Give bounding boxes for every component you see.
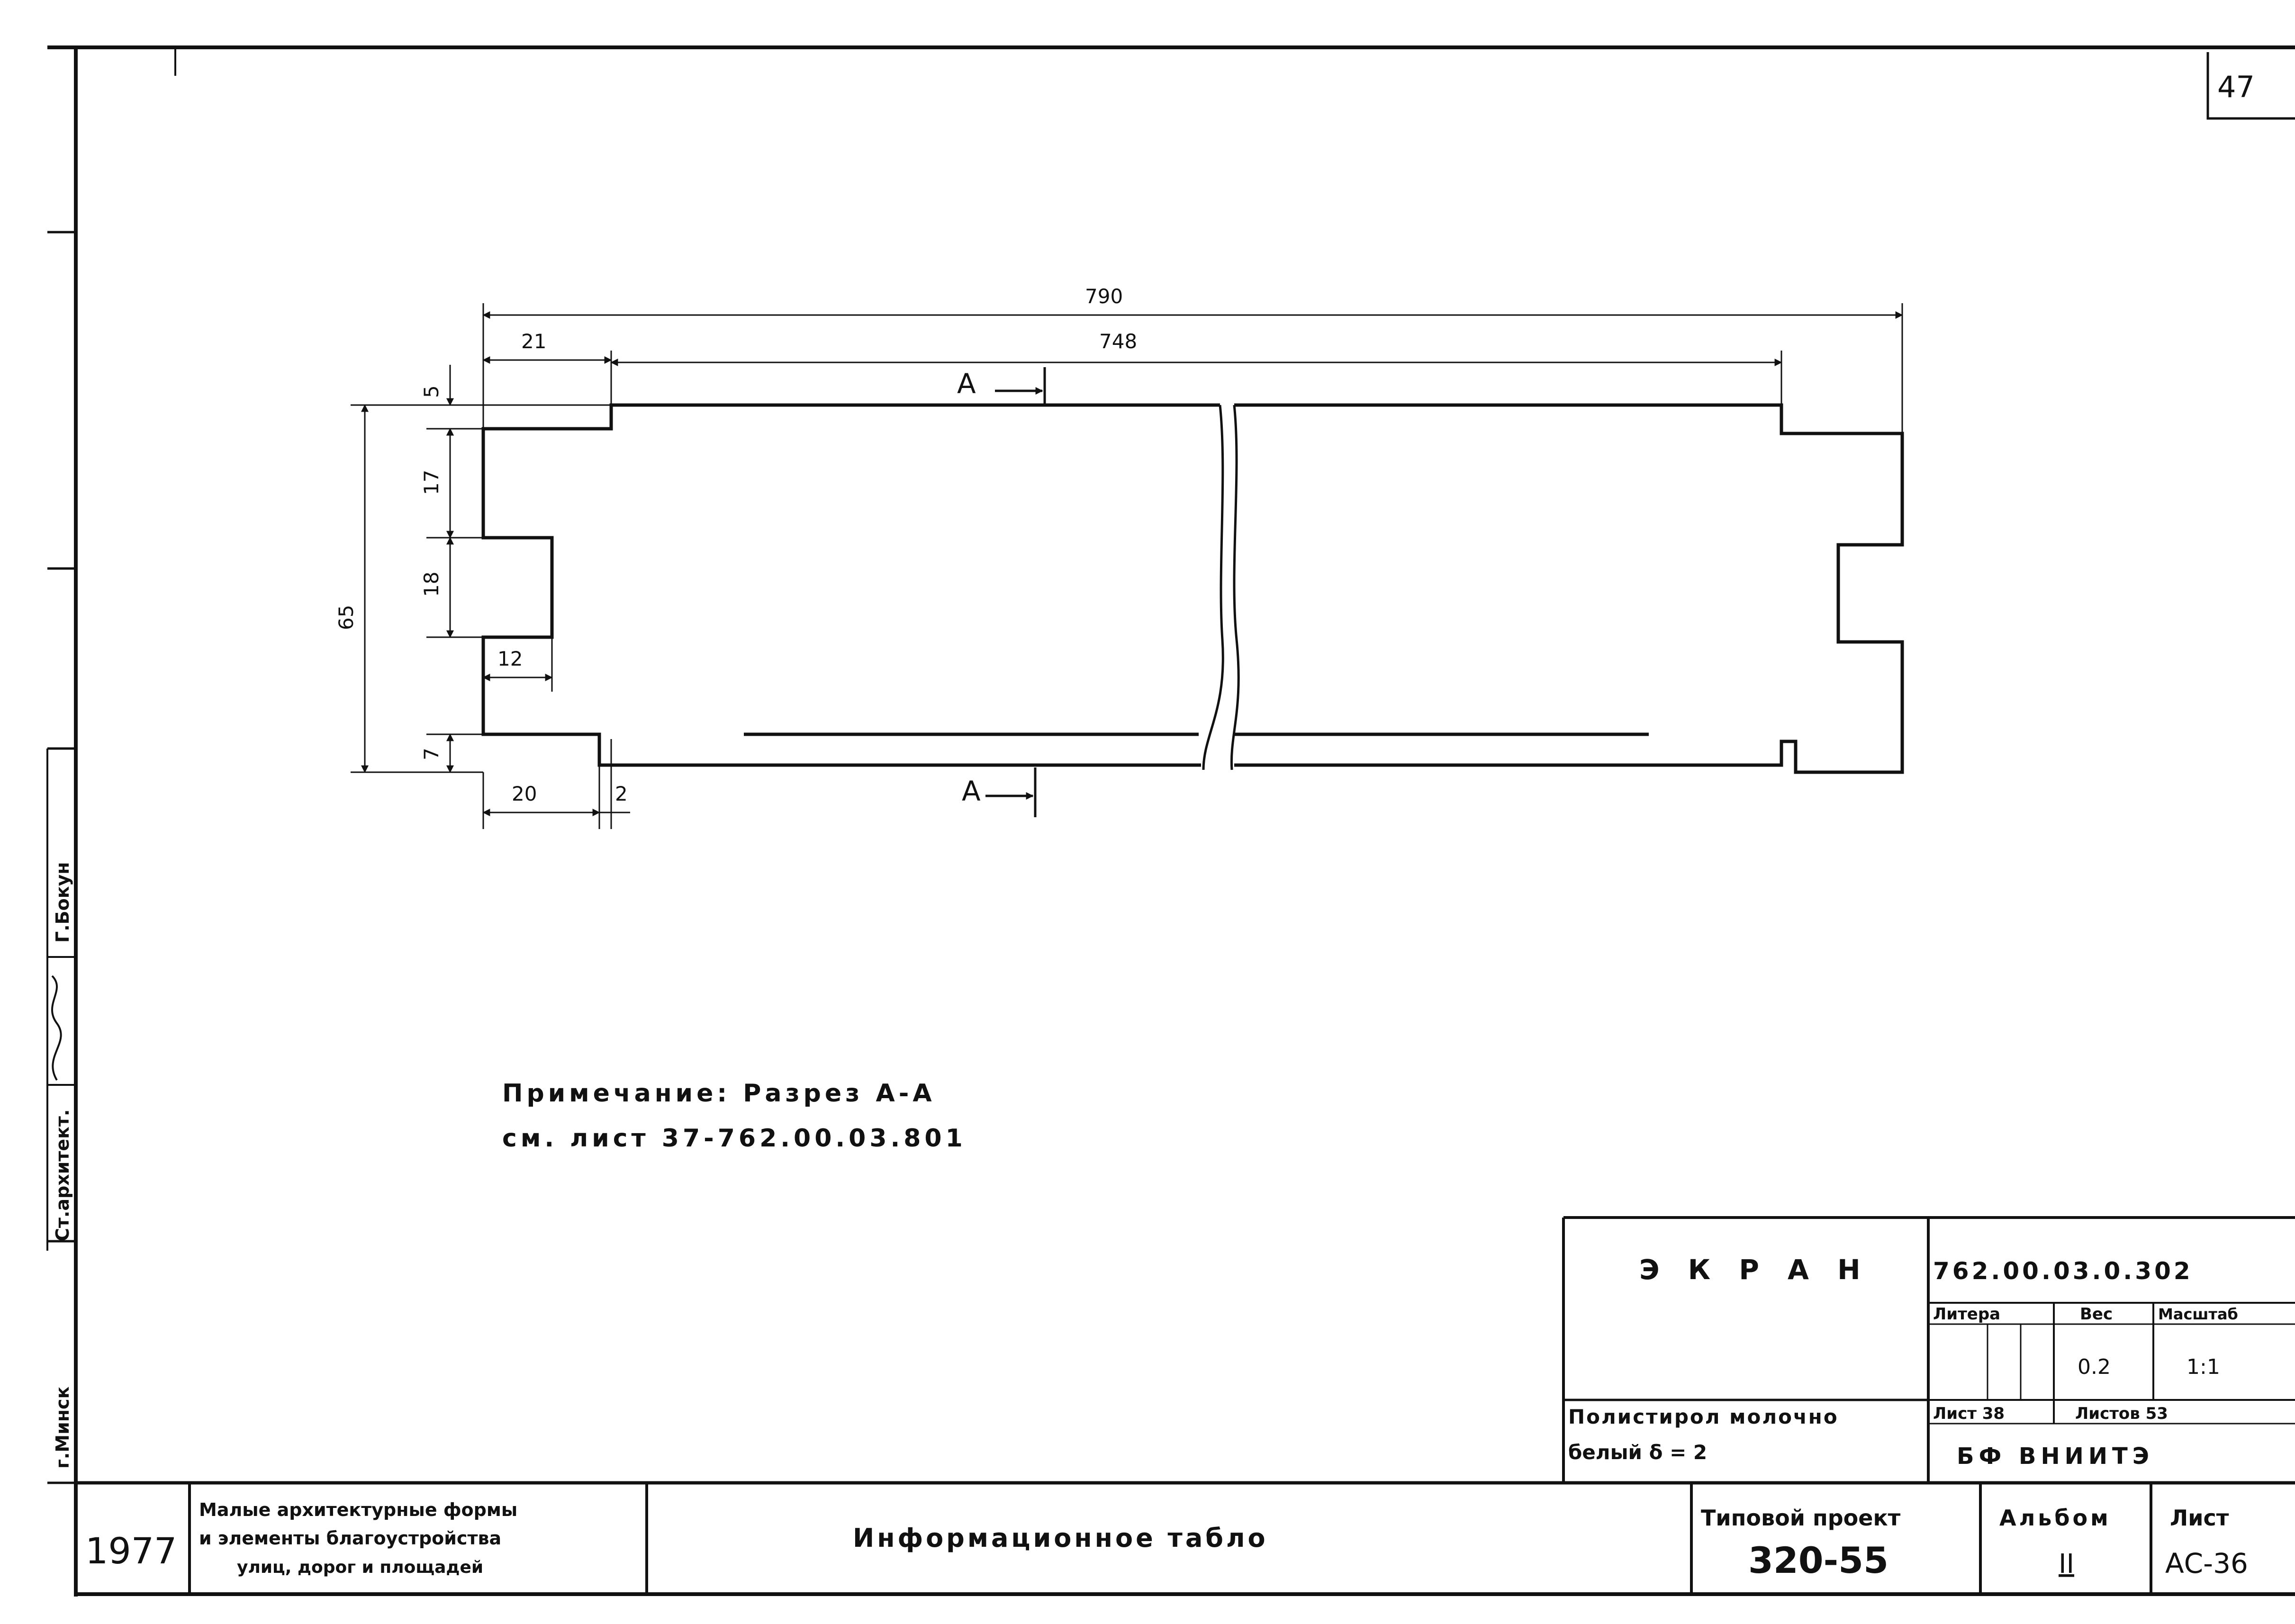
drawing-frame: 47 — [46, 45, 2295, 1597]
year: 1977 — [85, 1530, 177, 1572]
note-line-1: Примечание: Разрез А-А — [502, 1079, 936, 1108]
side-stamp-city: г.Минск — [52, 1386, 73, 1469]
dim-7: 7 — [420, 748, 443, 760]
dimension-lines — [351, 303, 1903, 829]
series-line-1: Малые архитектурные формы — [199, 1499, 517, 1520]
dim-790: 790 — [1085, 285, 1123, 308]
scale-label: Масштаб — [2158, 1305, 2238, 1323]
note: Примечание: Разрез А-А см. лист 37-762.0… — [502, 1079, 967, 1153]
item-name: Э К Р А Н — [1639, 1254, 1870, 1286]
drawing-code: 762.00.03.0.302 — [1933, 1257, 2193, 1285]
litera-label: Литера — [1933, 1305, 2000, 1324]
sheet-number: 47 — [2217, 70, 2255, 104]
list-value: АС-36 — [2165, 1547, 2248, 1579]
dim-18: 18 — [420, 572, 443, 597]
dimension-labels: 790 21 748 5 17 18 65 12 7 20 2 А А — [334, 285, 1137, 807]
dim-65: 65 — [334, 605, 358, 630]
dim-2: 2 — [615, 782, 628, 805]
side-stamp: Ст.архитект. Г.Бокун г.Минск — [47, 862, 76, 1469]
scale-value: 1:1 — [2187, 1355, 2220, 1379]
series-line-3: улиц, дорог и площадей — [237, 1558, 483, 1577]
dim-748: 748 — [1099, 330, 1137, 353]
dim-12: 12 — [497, 647, 523, 670]
section-label-bottom: А — [962, 775, 981, 807]
series-line-2: и элементы благоустройства — [199, 1528, 501, 1549]
weight-label: Вес — [2080, 1305, 2113, 1324]
weight-value: 0.2 — [2078, 1355, 2111, 1379]
material-line-2: белый δ = 2 — [1568, 1441, 1707, 1464]
album-value: II — [2059, 1549, 2074, 1579]
material-line-1: Полистирол молочно — [1568, 1405, 1839, 1428]
dim-5: 5 — [420, 385, 443, 398]
dim-17: 17 — [420, 470, 443, 495]
album-label: Альбом — [1999, 1505, 2111, 1531]
dim-21: 21 — [521, 330, 546, 353]
title-block: Э К Р А Н 762.00.03.0.302 Литера Вес Мас… — [76, 1216, 2295, 1594]
signature-icon — [51, 975, 62, 1081]
note-line-2: см. лист 37-762.00.03.801 — [502, 1124, 967, 1153]
part-outline — [481, 403, 1904, 774]
sheets-label: Листов 53 — [2075, 1404, 2168, 1423]
project-label: Типовой проект — [1701, 1505, 1901, 1531]
list-label: Лист — [2170, 1505, 2229, 1531]
drawing-title: Информационное табло — [853, 1523, 1268, 1553]
side-stamp-name: Г.Бокун — [52, 862, 73, 943]
project-value: 320-55 — [1748, 1539, 1888, 1581]
side-stamp-role: Ст.архитект. — [52, 1110, 73, 1241]
sheet-label: Лист 38 — [1933, 1404, 2005, 1423]
section-label-top: А — [957, 368, 976, 400]
dim-20: 20 — [512, 782, 537, 805]
org-name: БФ ВНИИТЭ — [1957, 1443, 2154, 1470]
